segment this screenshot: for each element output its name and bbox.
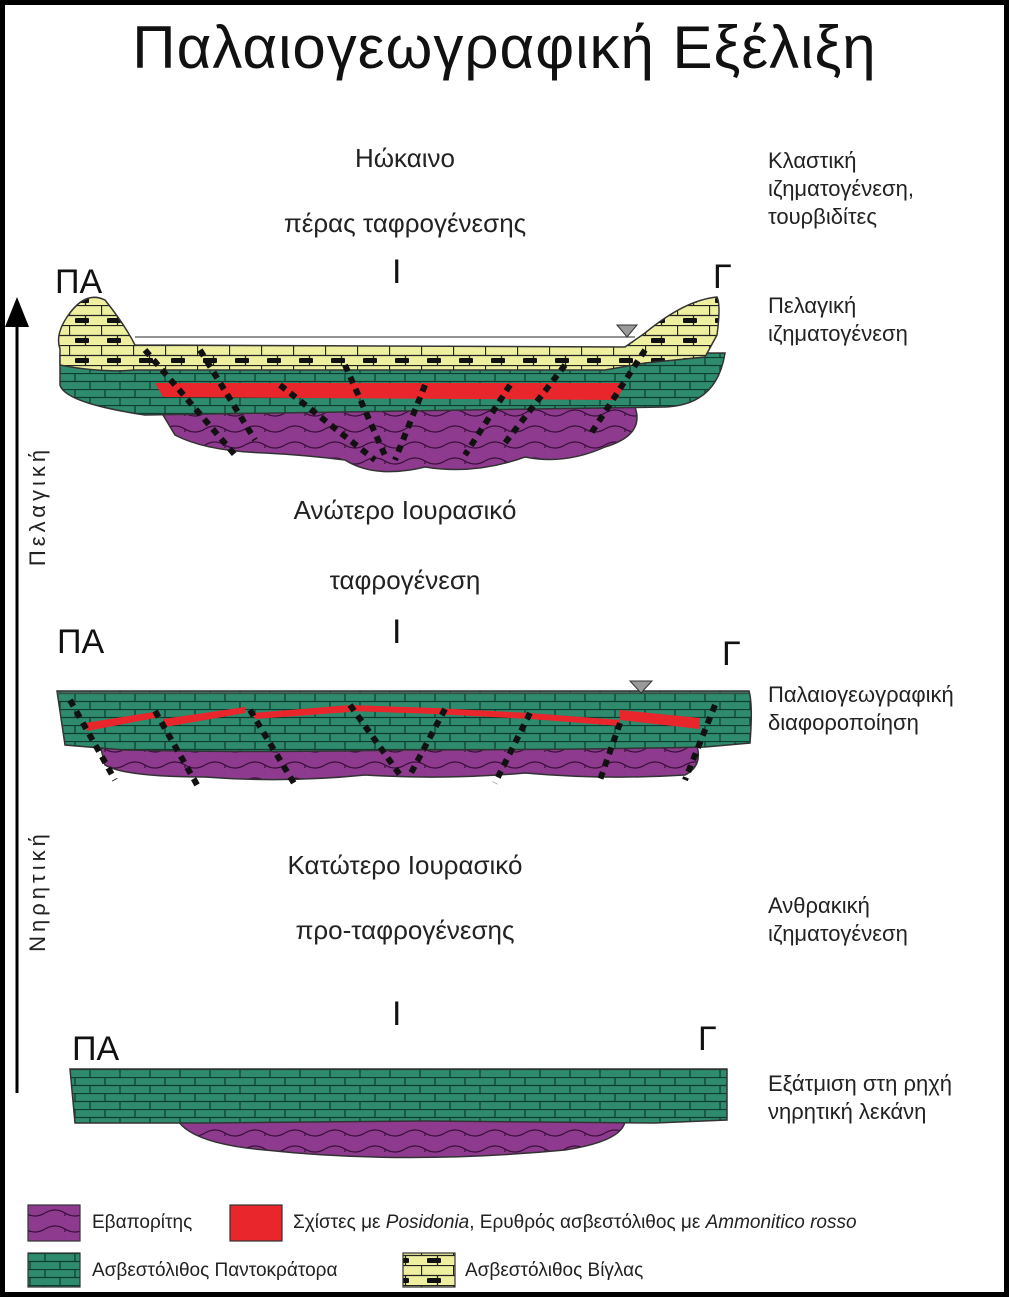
- panel-1-center-label: Ι: [392, 253, 402, 291]
- panel-2-center-label: Ι: [392, 613, 402, 651]
- eocene-section: [57, 296, 726, 473]
- panel-3-center-label: Ι: [392, 995, 402, 1033]
- sea-level-marker: [628, 680, 654, 694]
- legend-label-evaporite: Εβαπορίτης: [92, 1212, 193, 1233]
- axis-arrowhead: [5, 297, 29, 327]
- panel-2-right-label: Γ: [722, 635, 741, 673]
- evaporite-layer: [173, 1114, 627, 1159]
- lower-jurassic-section: [69, 1068, 728, 1159]
- upper-jurassic-section: [56, 680, 753, 792]
- legend-swatch-vigla: [402, 1252, 456, 1288]
- page-title: Παλαιογεωγραφική Εξέλιξη: [132, 14, 877, 81]
- legend-swatch-evaporite: [27, 1204, 81, 1242]
- legend-swatches: [27, 1204, 456, 1288]
- faults: [142, 348, 648, 463]
- panel-3-right-label: Γ: [698, 1020, 717, 1058]
- legend-label-red: Σχίστες με Posidonia, Ερυθρός ασβεστόλιθ…: [293, 1212, 857, 1234]
- legend-label-pantokrator: Ασβεστόλιθος Παντοκράτορα: [92, 1260, 338, 1281]
- panel-3-era: Κατώτερο Ιουρασικό: [287, 850, 523, 880]
- paleogeography-diagram: [5, 296, 753, 1288]
- legend-swatch-red: [229, 1204, 283, 1242]
- axis-label-pelagic: Πελαγική: [25, 445, 50, 567]
- legend-label-vigla: Ασβεστόλιθος Βίγλας: [465, 1260, 644, 1281]
- panel-3-note-2: Εξάτμιση στη ρηχή νηρητική λεκάνη: [768, 1071, 952, 1124]
- legend-red-part-1: Σχίστες με: [293, 1212, 386, 1233]
- red-layer: [85, 705, 700, 731]
- axis-label-neritic: Νηρητική: [25, 830, 50, 952]
- pantokrator-layer: [69, 1068, 728, 1124]
- legend-red-part-4: Ammonitico rosso: [705, 1212, 857, 1233]
- sea-level-marker: [615, 324, 639, 338]
- panel-2-era: Ανώτερο Ιουρασικό: [293, 495, 517, 525]
- panel-1-left-label: ΠΑ: [55, 263, 103, 301]
- panel-3-note-1: Ανθρακική ιζηματογένεση: [768, 893, 908, 946]
- panel-1-era: Ηώκαινο: [354, 143, 456, 173]
- panel-1-note-1: Κλαστική ιζηματογένεση, τουρβιδίτες: [768, 148, 914, 229]
- pantokrator-layer: [56, 690, 753, 753]
- panel-3-phase: προ-ταφρογένεσης: [295, 915, 515, 945]
- faults: [67, 698, 718, 792]
- panel-2-note-1: Παλαιογεωγραφική διαφοροποίηση: [768, 682, 954, 735]
- panel-2-phase: ταφρογένεση: [329, 565, 481, 595]
- panel-3-left-label: ΠΑ: [72, 1030, 120, 1068]
- legend-swatch-pantokrator: [27, 1252, 81, 1288]
- panel-1-note-2: Πελαγική ιζηματογένεση: [768, 293, 908, 346]
- evaporite-layer: [162, 404, 638, 473]
- vigla-layer: [57, 296, 720, 372]
- panel-1-phase: πέρας ταφρογένεσης: [283, 208, 527, 238]
- legend-red-part-3: , Ερυθρός ασβεστόλιθος με: [469, 1212, 706, 1233]
- panel-1-right-label: Γ: [713, 258, 732, 296]
- environment-axis: [5, 297, 29, 1093]
- panel-2-left-label: ΠΑ: [57, 623, 105, 661]
- legend-red-part-2: Posidonia: [385, 1212, 470, 1233]
